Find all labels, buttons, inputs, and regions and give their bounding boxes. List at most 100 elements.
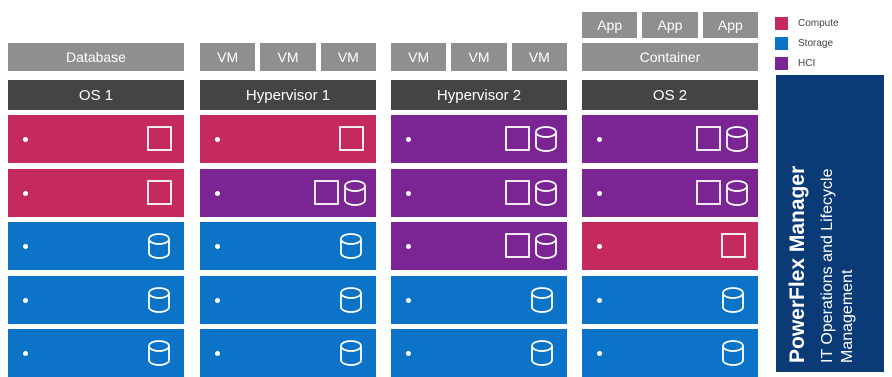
disk-cylinder-icon (722, 340, 744, 366)
server-node-storage (200, 276, 376, 324)
server-node-storage (200, 222, 376, 270)
server-node-compute (8, 169, 184, 217)
vm-box: VM (391, 43, 447, 71)
server-square-and-disk-icon (314, 180, 366, 206)
side-panel-text: PowerFlex Manager IT Operations and Life… (786, 166, 856, 363)
disk-cylinder-icon (148, 233, 170, 259)
server-node-hci (582, 169, 758, 217)
server-node-storage (391, 329, 567, 377)
container-box: Container (582, 43, 758, 71)
app-box: App (702, 12, 758, 38)
server-square-icon (505, 180, 530, 205)
os-bar: OS 2 (582, 80, 758, 110)
disk-cylinder-icon (722, 287, 744, 313)
legend-label-hci: HCI (798, 57, 816, 69)
server-status-dot (215, 137, 220, 142)
server-square-and-disk-icon (696, 126, 748, 152)
server-square-icon (505, 126, 530, 151)
server-square-icon (505, 233, 530, 258)
disk-cylinder-icon (148, 340, 170, 366)
server-node-hci (200, 169, 376, 217)
server-node-storage (8, 276, 184, 324)
server-square-and-disk-icon (505, 126, 557, 152)
disk-cylinder-icon (535, 233, 557, 259)
server-square-icon (696, 126, 721, 151)
server-status-dot (215, 244, 220, 249)
disk-cylinder-icon (531, 287, 553, 313)
disk-cylinder-icon (340, 287, 362, 313)
server-square-icon (314, 180, 339, 205)
disk-cylinder-icon (535, 126, 557, 152)
server-status-dot (23, 137, 28, 142)
legend-swatch-hci (775, 56, 788, 70)
server-node-compute (582, 222, 758, 270)
legend-swatch-compute (775, 16, 788, 30)
app-box: App (642, 12, 698, 38)
server-status-dot (23, 298, 28, 303)
disk-cylinder-icon (148, 287, 170, 313)
disk-cylinder-icon (344, 180, 366, 206)
server-status-dot (597, 191, 602, 196)
side-panel-title: PowerFlex Manager (786, 166, 809, 363)
server-status-dot (23, 244, 28, 249)
server-square-icon (721, 233, 746, 258)
server-node-storage (582, 329, 758, 377)
side-panel-subtitle-line2: Management (839, 269, 856, 363)
legend-item-storage: Storage (775, 33, 839, 53)
server-square-icon (339, 126, 364, 151)
server-node-storage (582, 276, 758, 324)
server-status-dot (406, 244, 411, 249)
server-status-dot (406, 137, 411, 142)
disk-cylinder-icon (722, 340, 744, 366)
server-status-dot (406, 298, 411, 303)
server-status-dot (215, 191, 220, 196)
server-node-compute (8, 115, 184, 163)
server-square-icon (339, 126, 364, 151)
server-node-storage (200, 329, 376, 377)
disk-cylinder-icon (340, 233, 362, 259)
server-square-icon (696, 180, 721, 205)
powerflex-manager-panel: PowerFlex Manager IT Operations and Life… (776, 75, 884, 372)
legend-swatch-storage (775, 36, 788, 50)
os-bar: Hypervisor 2 (391, 80, 567, 110)
vm-box: VM (320, 43, 376, 71)
server-square-and-disk-icon (505, 180, 557, 206)
server-node-hci (391, 169, 567, 217)
server-status-dot (23, 191, 28, 196)
disk-cylinder-icon (340, 287, 362, 313)
server-node-storage (8, 329, 184, 377)
server-status-dot (215, 351, 220, 356)
vm-box: VM (260, 43, 316, 71)
disk-cylinder-icon (726, 126, 748, 152)
server-status-dot (597, 351, 602, 356)
legend-label-compute: Compute (798, 17, 839, 29)
server-node-hci (391, 115, 567, 163)
legend-label-storage: Storage (798, 37, 834, 49)
legend-item-compute: Compute (775, 13, 839, 33)
server-square-icon (147, 126, 172, 151)
disk-cylinder-icon (535, 180, 557, 206)
vm-box: VM (451, 43, 507, 71)
server-status-dot (23, 351, 28, 356)
server-square-icon (147, 180, 172, 205)
server-node-storage (391, 276, 567, 324)
server-node-storage (8, 222, 184, 270)
server-status-dot (215, 298, 220, 303)
server-node-compute (200, 115, 376, 163)
legend: Compute Storage HCI (775, 13, 839, 73)
server-square-icon (147, 126, 172, 151)
server-status-dot (406, 351, 411, 356)
server-square-icon (721, 233, 746, 258)
disk-cylinder-icon (148, 233, 170, 259)
side-panel-subtitle-line1: IT Operations and Lifecycle (819, 168, 836, 363)
disk-cylinder-icon (340, 340, 362, 366)
server-square-and-disk-icon (696, 180, 748, 206)
server-status-dot (406, 191, 411, 196)
disk-cylinder-icon (531, 340, 553, 366)
disk-cylinder-icon (340, 340, 362, 366)
disk-cylinder-icon (340, 233, 362, 259)
vm-box: VM (511, 43, 567, 71)
disk-cylinder-icon (148, 287, 170, 313)
server-status-dot (597, 244, 602, 249)
legend-item-hci: HCI (775, 53, 839, 73)
